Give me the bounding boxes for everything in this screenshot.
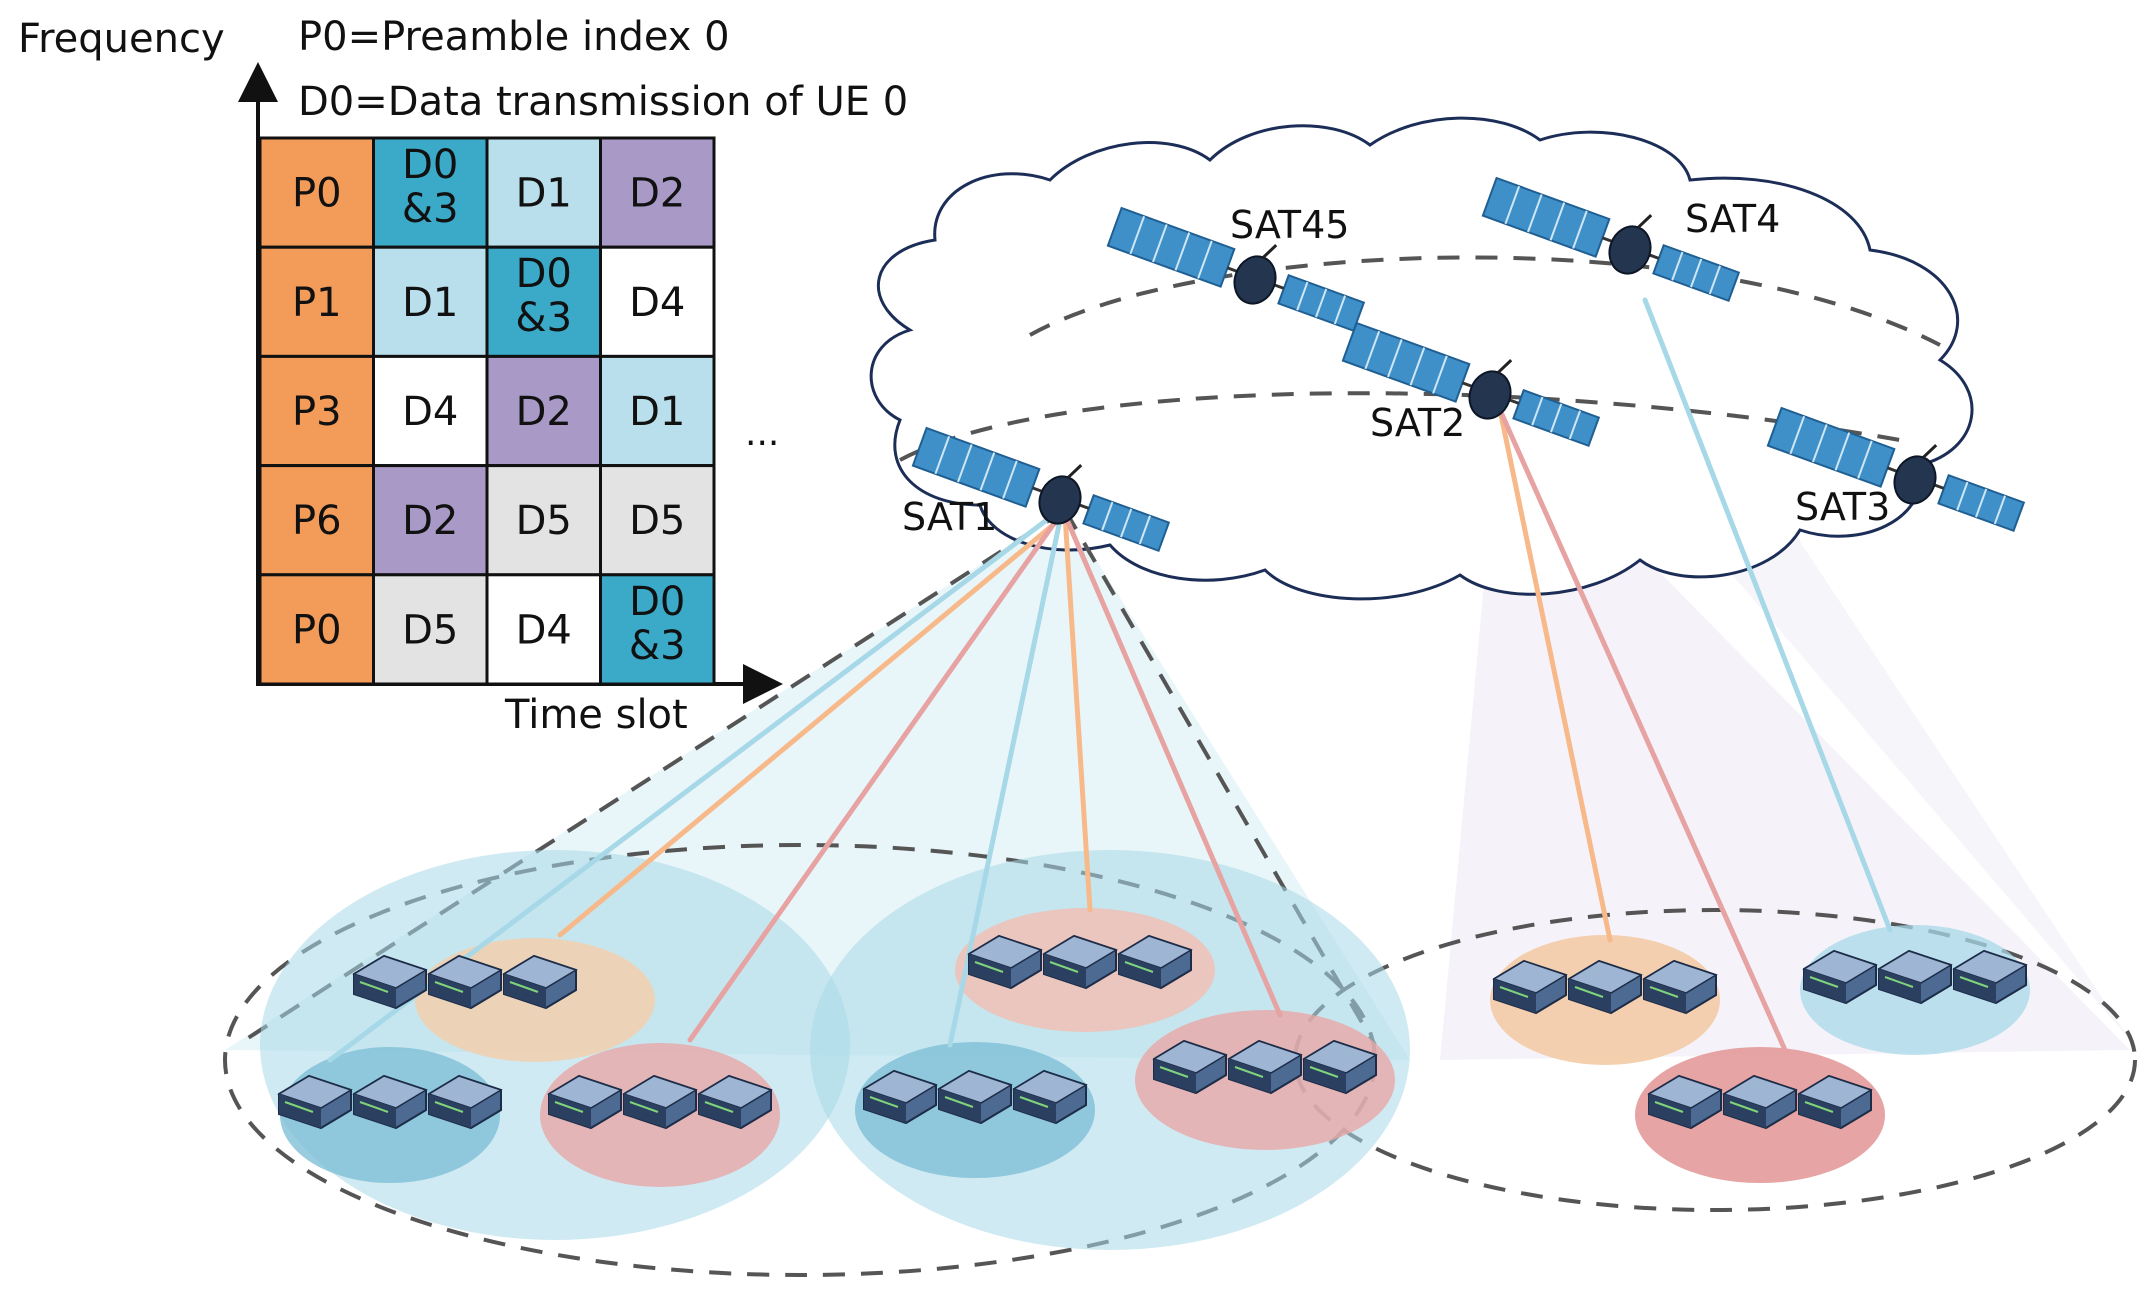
grid-cell-label: D0&3 <box>629 579 686 669</box>
ue-device-icon <box>502 954 578 1010</box>
grid-cell <box>599 136 716 249</box>
ue-device-icon <box>1152 1039 1228 1095</box>
frequency-label: Frequency <box>18 16 225 62</box>
link-sat1-orange-1 <box>557 512 1068 938</box>
satellite-labels: SAT1 SAT2 SAT3 SAT4 SAT45 <box>902 197 1890 539</box>
grid-cell <box>485 573 602 686</box>
sat3-label: SAT3 <box>1795 485 1890 529</box>
ue-device-icon <box>1492 959 1568 1015</box>
ue-device-icon <box>862 1069 938 1125</box>
grid-cell-label: P0 <box>292 607 342 653</box>
legend-line-1: P0=Preamble index 0 <box>298 14 730 60</box>
grid-cell <box>258 136 375 249</box>
link-sat1-red-1 <box>687 512 1063 1043</box>
grid-cell-label: D4 <box>516 607 572 653</box>
sat1-label: SAT1 <box>902 495 997 539</box>
grid-cell-label: D0&3 <box>402 142 459 232</box>
ue-device-icon <box>427 954 503 1010</box>
grid-cell-label: D4 <box>629 280 685 326</box>
ue-device-icon <box>352 954 428 1010</box>
ue-device-icon <box>547 1074 623 1130</box>
ue-device-icon <box>1302 1039 1378 1095</box>
grid-cell <box>599 573 716 686</box>
sat2-label: SAT2 <box>1370 401 1465 445</box>
sat45-label: SAT45 <box>1230 203 1349 247</box>
ue-device-icon <box>1227 1039 1303 1095</box>
ue-device-icon <box>1042 934 1118 990</box>
grid-cell <box>258 573 375 686</box>
orbit-lower <box>899 391 1901 462</box>
link-sat1-orange-2 <box>1062 512 1093 913</box>
ue-device-icon <box>1877 949 1953 1005</box>
ue-device-icon <box>967 934 1043 990</box>
ue-device-icon <box>1642 959 1718 1015</box>
grid-cell <box>599 245 716 358</box>
grid-cell-label: D5 <box>402 607 458 653</box>
ue-device-icon <box>622 1074 698 1130</box>
orbit-upper <box>1029 255 1941 347</box>
ue-device-icon <box>1117 934 1193 990</box>
grid-cell-label: D2 <box>629 171 685 217</box>
link-sat2-orange <box>1497 407 1613 943</box>
resource-grid: Frequency P0=Preamble index 0 D0=Data tr… <box>18 14 908 738</box>
grid-cell-label: D1 <box>516 171 572 217</box>
sat4-icon <box>1481 176 1741 303</box>
grid-cell-label: D5 <box>516 498 572 544</box>
grid-cell-label: P3 <box>292 389 342 435</box>
sat2-icon <box>1341 321 1601 448</box>
ue-device-icon <box>427 1074 503 1130</box>
sat3-icon <box>1766 406 2026 533</box>
ue-device-icon <box>1722 1074 1798 1130</box>
grid-cell-label: D2 <box>516 389 572 435</box>
grid-cell-label: D5 <box>629 498 685 544</box>
grid-cell <box>258 354 375 468</box>
grid-cell <box>372 136 489 249</box>
ue-device-icon <box>937 1069 1013 1125</box>
grid-cell-label: D2 <box>402 498 458 544</box>
ue-device-icon <box>1802 949 1878 1005</box>
ue-device-icon <box>1012 1069 1088 1125</box>
grid-cell-label: D1 <box>629 389 685 435</box>
grid-cell-label: D1 <box>402 280 458 326</box>
grid-cell <box>485 136 602 249</box>
ground-region-right <box>1293 908 2137 1212</box>
ue-device-icon <box>697 1074 773 1130</box>
grid-cell <box>485 464 602 577</box>
grid-cell <box>258 464 375 577</box>
ue-device-icon <box>1647 1074 1723 1130</box>
grid-cell-label: D4 <box>402 389 458 435</box>
ellipsis-label: ... <box>745 413 779 454</box>
ue-device-icon <box>277 1074 353 1130</box>
grid-cell <box>599 464 716 577</box>
sat45-icon <box>1106 206 1366 333</box>
legend-line-2: D0=Data transmission of UE 0 <box>298 79 908 125</box>
link-sat2-red <box>1497 407 1788 1053</box>
link-sat4-blue <box>1642 297 1893 933</box>
grid-cell <box>599 354 716 468</box>
ue-device-icon <box>1797 1074 1873 1130</box>
ue-device-icon <box>1952 949 2028 1005</box>
grid-cell-label: D0&3 <box>515 251 572 341</box>
grid-cell-label: P1 <box>292 280 342 326</box>
grid-cell-label: P0 <box>292 171 342 217</box>
time-slot-label: Time slot <box>504 692 688 738</box>
grid-cell <box>372 354 489 468</box>
sat1-icon <box>911 426 1171 553</box>
satellites <box>911 176 2026 553</box>
sat4-label: SAT4 <box>1685 197 1780 241</box>
grid-cell-label: P6 <box>292 498 342 544</box>
ue-device-icon <box>352 1074 428 1130</box>
link-sat1-red-2 <box>1062 512 1283 1018</box>
devices <box>277 934 2028 1130</box>
ue-device-icon <box>1567 959 1643 1015</box>
